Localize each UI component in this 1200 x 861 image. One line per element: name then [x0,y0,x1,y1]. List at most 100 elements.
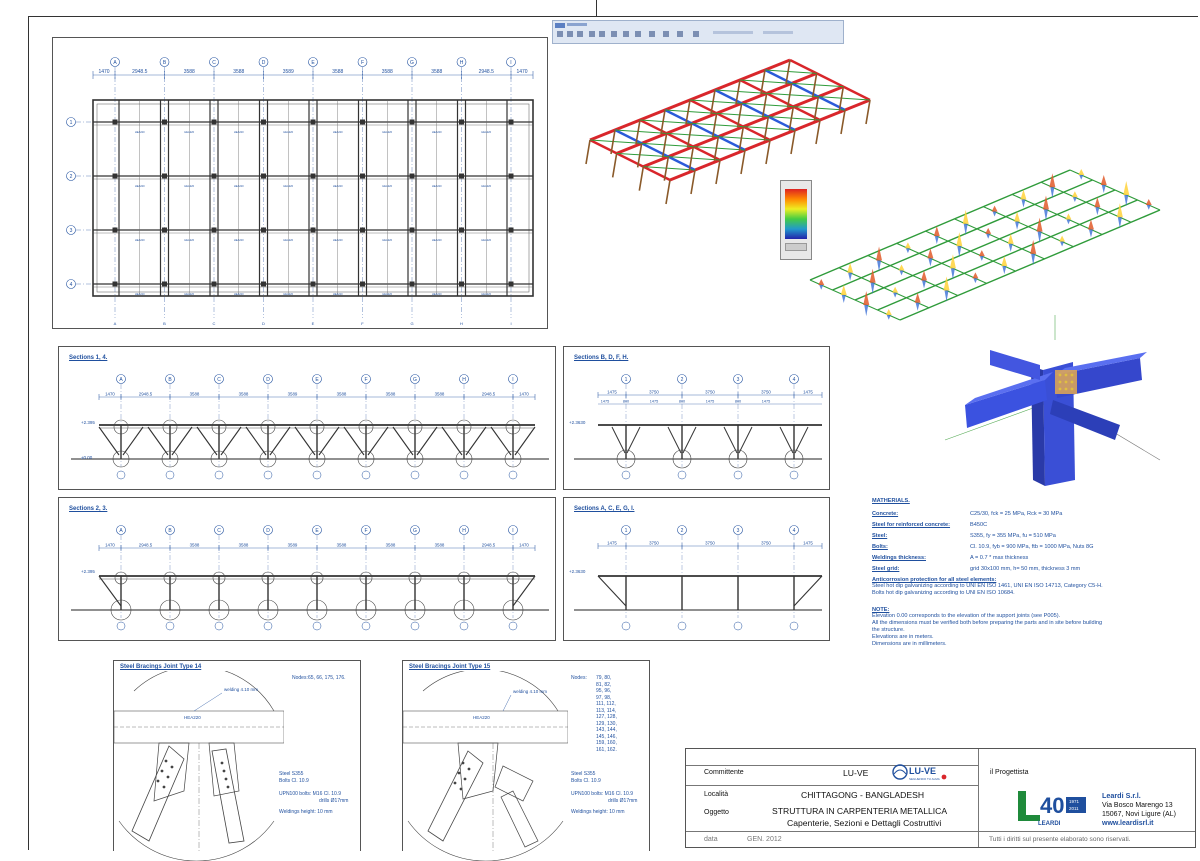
plan-column [508,173,514,179]
section-brace [514,426,536,456]
joint-15-nodes-label: Nodes: [571,675,587,681]
legend-close-button[interactable] [785,243,807,251]
3d-stress-diagram-model [809,169,1161,321]
joint-14-weld-tag: welding 4.10 mm [224,687,258,692]
stress-diagram-glyph-neg [848,272,853,281]
section-detail-bubble [621,470,631,480]
section-dim-value: 3588 [190,543,200,548]
section-detail-bubble [263,621,273,631]
section-axis-bubble [116,525,126,535]
company-website[interactable]: www.leardisrl.it [1102,820,1154,827]
material-row: Bolts:Cl. 10.9, fyb = 900 MPa, ftb = 100… [872,544,1182,550]
model-column [811,73,818,98]
stress-cross-beam [809,279,901,321]
model-column [760,69,766,95]
plan-row-label: 3 [70,228,73,234]
section-detail-bubble [789,621,799,631]
stress-beam [899,209,1161,321]
stress-diagram-glyph [1123,181,1130,195]
material-row: Steel grid:grid 30x100 mm, h= 50 mm, thi… [872,566,1182,572]
section-brace [723,426,738,454]
stress-diagram-glyph-neg [1117,217,1122,229]
section-detail-circle [212,571,226,585]
section-dim-value: 1470 [519,392,529,397]
section-brace [147,426,169,456]
section-detail-bubble [789,470,799,480]
stress-diagram-glyph-neg [1031,253,1036,266]
section-detail-circle [310,571,324,585]
joint-14-drills: drills Ø17mm [319,798,349,804]
model-column [763,116,770,141]
section-brace [98,426,120,456]
plan-axis-bubble [159,57,170,67]
stress-diagram-glyph [1036,217,1043,232]
model-column [738,126,745,151]
material-value: A = 0.7 * max thickness [970,555,1029,561]
model-column [686,123,693,148]
model-brace [691,122,744,128]
section-brace [245,426,267,456]
plan-beam-label: HEA220 [333,184,343,188]
stress-diagram-glyph [956,232,963,247]
model-column [786,83,793,108]
section-detail-bubble [312,621,322,631]
section-axis-label: A [119,377,123,383]
stress-cross-beam [1069,169,1161,211]
section-brace [220,426,242,456]
joint-15-steel: Steel S355 [571,771,596,777]
section-brace [738,426,753,454]
stress-diagram-glyph [962,209,969,224]
section-base-circle [259,450,277,468]
section-base-circle [161,450,179,468]
stress-diagram-glyph-neg [877,260,882,272]
section-base-circle [112,450,130,468]
section-detail-bubble [312,470,322,480]
section-brace [667,426,682,454]
section-axis-label: I [512,528,513,534]
frame-top [28,16,1198,17]
plan-perimeter-inner [96,103,530,293]
section-axis-label: G [413,377,417,383]
section-base-circle [404,599,426,621]
plan-column [261,227,266,233]
stress-diagram-glyph [1007,233,1014,244]
stress-diagram-glyph-neg [1002,266,1007,275]
plan-beam-label: HEA220 [135,238,145,242]
model-column [638,166,645,191]
plan-axis-bubble [456,57,467,67]
plan-dim-value: 3588 [382,69,393,75]
section-axis-label: F [364,528,367,534]
section-end-brace [512,575,536,607]
stress-diagram-glyph-neg [922,280,927,289]
sections-1-4-title: Sections 1, 4. [69,355,108,361]
luve-logo-text: LU-VE [909,766,936,776]
plan-beam-label: HEA220 [234,184,244,188]
stress-diagram-glyph [1065,213,1072,220]
section-detail-circle [261,571,275,585]
plan-beam-label: HEA220 [234,238,244,242]
materials-title: MATHERIALS. [872,498,910,504]
section-base-circle [208,599,230,621]
plan-column [162,281,167,287]
model-brace [641,142,694,148]
model-column [688,146,695,171]
section-axis-label: E [315,528,319,534]
note-line: Elevation 0.00 corresponds to the elevat… [872,613,1061,619]
section-base-circle [672,449,692,469]
stress-cross-beam [838,267,930,309]
section-axis-label: D [266,377,270,383]
oggetto-label: Oggetto [704,809,729,816]
plan-dim-value: 3588 [431,69,442,75]
section-base-circle [406,450,424,468]
leardi-logo-40: 40 [1040,793,1064,818]
plan-beam-label: HEA220 [382,130,392,134]
model-column [711,113,718,138]
plan-column [112,281,118,287]
stress-diagram-glyph-neg [1037,231,1042,243]
joint-15-node-entry: 127, 128, [596,714,617,720]
section-axis-bubble [677,525,687,535]
model-transverse-beam [739,78,821,122]
